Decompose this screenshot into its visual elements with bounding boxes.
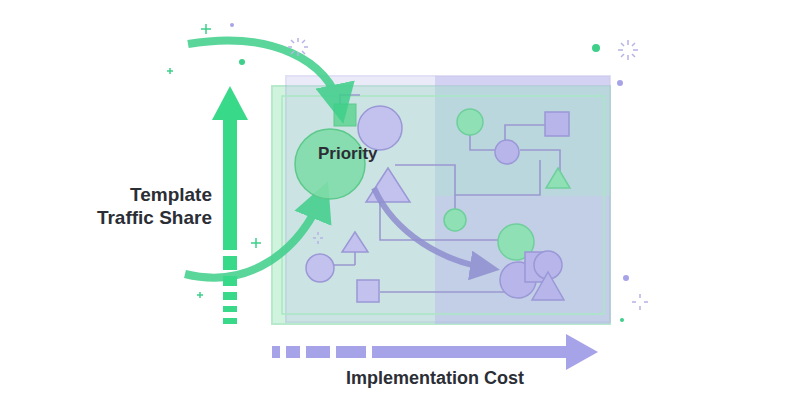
circle-outline — [294, 128, 398, 200]
axis-label: Implementation Cost — [300, 368, 570, 390]
priority-circle: Priority — [294, 128, 398, 200]
node-text: Priority — [294, 144, 398, 164]
axis-label: Template Traffic Share — [72, 184, 212, 230]
